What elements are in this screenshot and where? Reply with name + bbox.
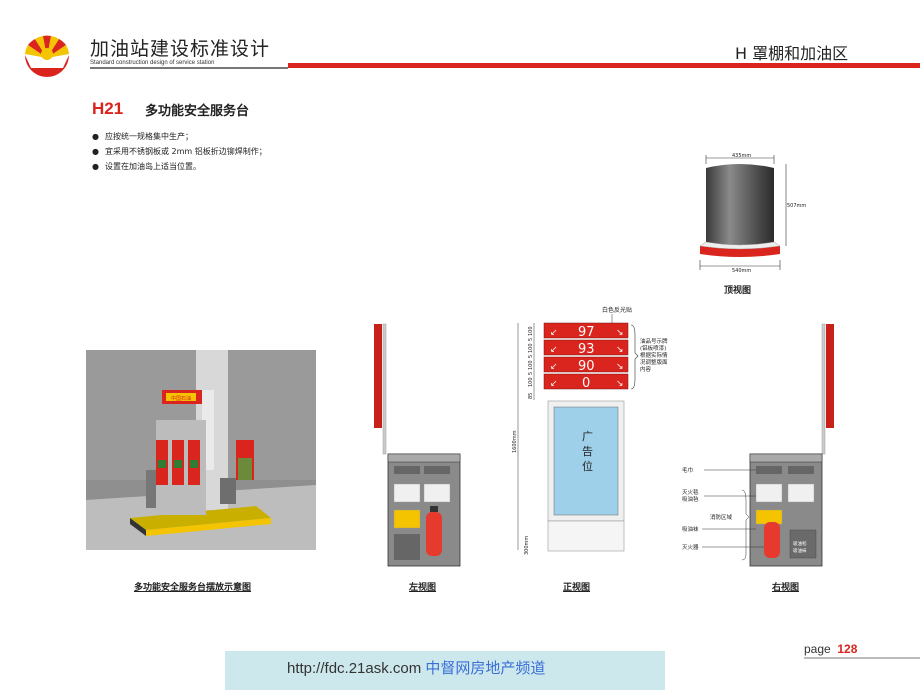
svg-text:油品号示牌: 油品号示牌 (640, 337, 668, 345)
price-sign-90: 90 (578, 359, 595, 374)
arrow-icon: ↙ (550, 379, 558, 389)
page-rule (804, 657, 920, 659)
svg-text:告: 告 (582, 445, 593, 458)
top-depth-label: 507mm (787, 203, 806, 209)
right-view-caption: 右视图 (772, 583, 800, 593)
svg-text:100: 100 (528, 360, 534, 370)
svg-text:100: 100 (528, 326, 534, 336)
svg-text:况调整版面: 况调整版面 (640, 358, 668, 366)
arrow-icon: ↙ (550, 345, 558, 355)
placement-caption: 多功能安全服务台摆放示意图 (134, 583, 252, 593)
footer-link[interactable]: http://fdc.21ask.com 中督网房地产频道 (287, 660, 546, 677)
svg-text:5: 5 (528, 372, 534, 375)
svg-text:灭火器: 灭火器 (682, 544, 699, 551)
price-signs: 97 93 90 0 ↙ ↙ ↙ ↙ ↘ ↘ ↘ ↘ (543, 322, 629, 391)
arrow-icon: ↘ (616, 328, 624, 338)
svg-text:位: 位 (582, 459, 593, 473)
top-view-drawing: 435mm 507mm 540mm (699, 153, 806, 274)
price-sign-97: 97 (578, 325, 595, 340)
placement-render: 中国石油 (86, 350, 316, 550)
svg-text:消防区域: 消防区域 (710, 513, 733, 521)
left-view-caption: 左视图 (409, 583, 437, 593)
canopy-sign-text: 中国石油 (171, 395, 191, 402)
ad-space-text: 广 (582, 430, 593, 443)
bottom-width-label: 540mm (732, 268, 751, 274)
svg-text:300mm: 300mm (524, 536, 530, 555)
svg-text:1600mm: 1600mm (512, 430, 518, 453)
arrow-icon: ↙ (550, 328, 558, 338)
petrochina-logo (25, 35, 69, 77)
svg-text:100: 100 (528, 377, 534, 387)
svg-text:5: 5 (528, 338, 534, 341)
right-view-labels: 毛巾 灭火毯 吸油毡 消防区域 吸油袜 灭火器 (682, 466, 764, 561)
item-code: H21 (92, 99, 124, 118)
svg-text:(铝板喷漆): (铝板喷漆) (640, 344, 666, 352)
page-number: page 128 (804, 642, 858, 656)
svg-text:毛巾: 毛巾 (682, 466, 693, 474)
left-view-drawing (374, 323, 461, 567)
sign-note: 油品号示牌 (铝板喷漆) 根据实际情 况调整版面 内容 (640, 337, 668, 373)
svg-text:吸油毡: 吸油毡 (682, 495, 699, 503)
svg-text:85: 85 (528, 393, 534, 399)
arrow-icon: ↘ (616, 345, 624, 355)
price-sign-0: 0 (582, 376, 590, 391)
svg-text:灭火毯: 灭火毯 (682, 488, 699, 496)
bullet-item: 应按统一规格集中生产； (92, 129, 267, 144)
price-sign-93: 93 (578, 342, 595, 357)
header-rule-red (288, 63, 920, 68)
arrow-icon: ↘ (616, 362, 624, 372)
svg-text:吸油袜: 吸油袜 (793, 547, 807, 554)
svg-text:5: 5 (528, 355, 534, 358)
spec-bullets: 应按统一规格集中生产； 宜采用不锈钢板或 2mm 铝板折边铆焊制作； 设置在加油… (92, 129, 267, 174)
arrow-icon: ↘ (616, 379, 624, 389)
header-rule-gray (90, 67, 288, 69)
arrow-icon: ↙ (550, 362, 558, 372)
svg-text:100: 100 (528, 343, 534, 353)
brand-subtitle: Standard construction design of service … (90, 60, 215, 66)
section-title: H 罩棚和加油区 (735, 44, 849, 63)
svg-text:内容: 内容 (640, 365, 652, 373)
svg-text:根据实际情: 根据实际情 (640, 351, 668, 359)
item-heading: 多功能安全服务台 (145, 104, 250, 119)
right-view-drawing: 吸油毡 吸油袜 毛巾 灭火毯 吸油毡 消防区域 吸油袜 灭火器 (682, 323, 834, 567)
bullet-item: 设置在加油岛上适当位置。 (92, 159, 267, 174)
cabinet-label: 吸油毡 (793, 540, 807, 547)
svg-text:吸油袜: 吸油袜 (682, 525, 699, 533)
top-width-label: 435mm (732, 153, 751, 159)
bullet-item: 宜采用不锈钢板或 2mm 铝板折边铆焊制作； (92, 144, 267, 159)
brand-title: 加油站建设标准设计 (90, 38, 271, 60)
front-view-caption: 正视图 (563, 583, 591, 593)
footer-banner (225, 651, 665, 690)
front-view-drawing: 白色反光贴 97 93 90 0 ↙ ↙ ↙ ↙ ↘ ↘ ↘ ↘ 油品号示牌 (… (512, 306, 668, 555)
sticker-note: 白色反光贴 (602, 306, 632, 314)
height-dimensions: 100 5 100 5 100 5 100 85 1600mm 300mm (512, 323, 535, 555)
top-view-caption: 顶视图 (724, 286, 752, 296)
